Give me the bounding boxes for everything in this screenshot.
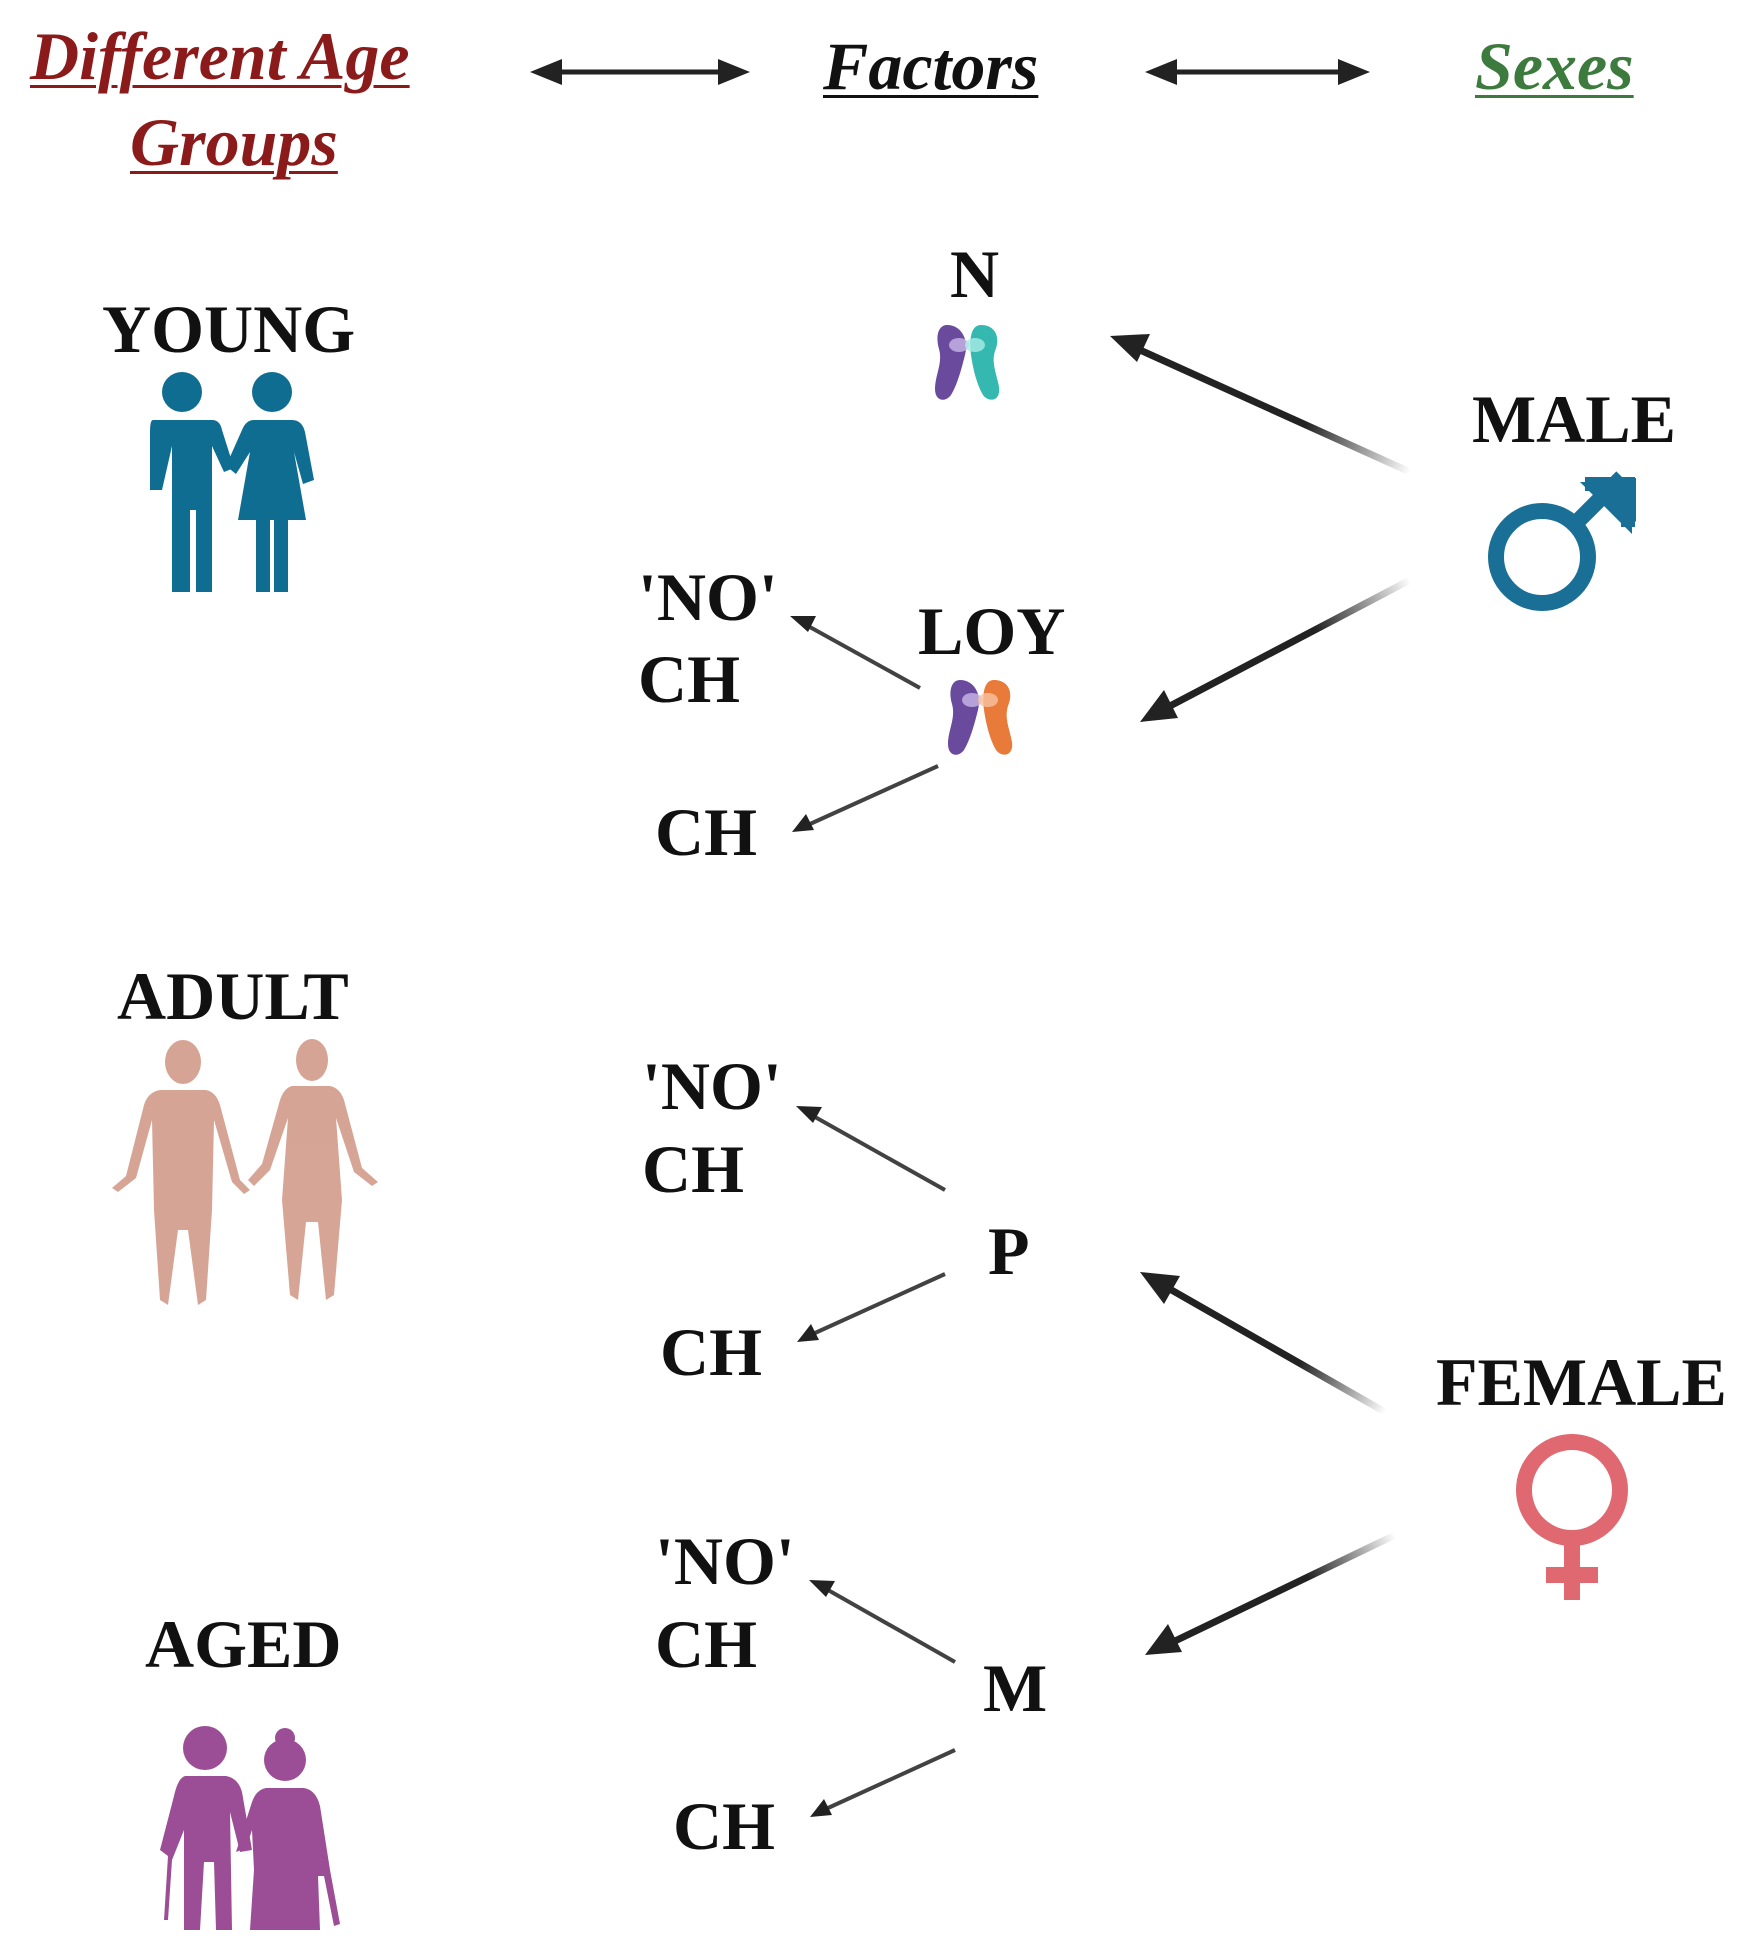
header-age-groups-line2: Groups	[130, 104, 338, 180]
outcome-no-ch-p-line2: CH	[642, 1131, 744, 1207]
factor-m: M	[983, 1650, 1048, 1726]
header-age-groups-line1: Different Age	[30, 18, 410, 94]
label-young: YOUNG	[102, 291, 356, 367]
outcome-no-ch-p-line1: 'NO'	[642, 1048, 782, 1124]
factor-p: P	[988, 1213, 1030, 1289]
label-female: FEMALE	[1436, 1344, 1727, 1420]
arrow-m-to-ch	[810, 1748, 956, 1817]
outcome-no-ch-loy-line2: CH	[638, 641, 740, 717]
female-symbol-icon	[1516, 1434, 1628, 1600]
young-couple-icon	[150, 372, 314, 592]
label-male: MALE	[1472, 381, 1676, 457]
outcome-no-ch-loy-line1: 'NO'	[638, 559, 778, 635]
arrow-m-to-no-ch	[809, 1580, 956, 1664]
label-aged: AGED	[145, 1606, 342, 1682]
outcome-no-ch-m-line1: 'NO'	[655, 1523, 795, 1599]
double-arrow-icon	[530, 59, 750, 85]
chromosome-pair-icon	[948, 680, 1013, 755]
arrow-male-to-loy	[1140, 576, 1412, 722]
adult-couple-icon	[112, 1039, 378, 1305]
arrow-loy-to-no-ch	[790, 616, 921, 690]
outcome-ch-p: CH	[660, 1314, 762, 1390]
double-arrow-icon	[1145, 59, 1370, 85]
outcome-ch-loy: CH	[655, 794, 757, 870]
arrow-female-to-m	[1145, 1531, 1397, 1655]
chromosome-pair-icon	[935, 325, 1000, 400]
male-symbol-arrowhead	[1592, 478, 1636, 522]
arrow-p-to-ch	[797, 1272, 946, 1342]
header-sexes: Sexes	[1475, 28, 1634, 104]
aged-couple-icon	[160, 1726, 340, 1930]
factor-loy: LOY	[918, 593, 1066, 669]
arrow-female-to-p	[1140, 1272, 1387, 1416]
arrow-loy-to-ch	[792, 764, 939, 832]
factor-n: N	[950, 236, 1000, 312]
arrow-p-to-no-ch	[796, 1106, 946, 1192]
outcome-no-ch-m-line2: CH	[655, 1606, 757, 1682]
arrow-male-to-n	[1110, 334, 1412, 476]
label-adult: ADULT	[117, 958, 349, 1034]
outcome-ch-m: CH	[673, 1788, 775, 1864]
header-factors: Factors	[823, 28, 1039, 104]
